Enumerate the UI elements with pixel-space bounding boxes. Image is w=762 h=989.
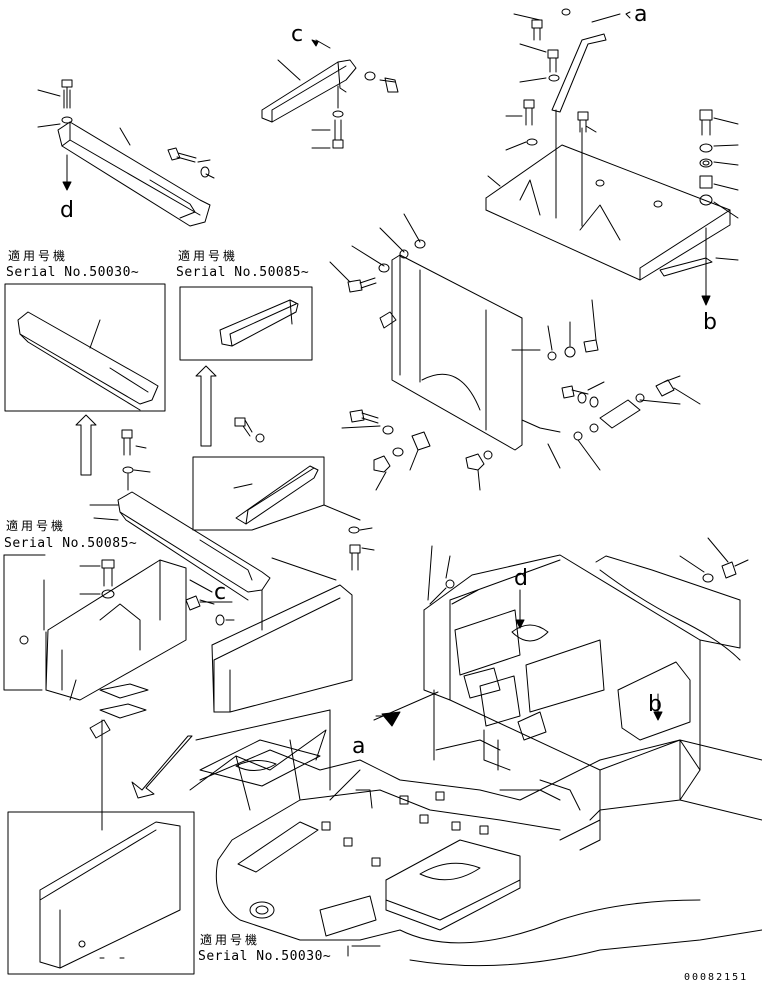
arrows-up	[75, 365, 217, 476]
callout-d-top: d	[60, 198, 74, 223]
leader-lines	[89, 504, 337, 831]
inset-serial-50085-top	[179, 286, 313, 361]
applicable-label-4: 適用号機	[200, 933, 261, 947]
cover-plate-center	[211, 584, 353, 713]
inset-serial-50030-top	[4, 283, 166, 412]
bracket-top-center	[261, 39, 399, 149]
callout-c-top: c	[291, 22, 304, 47]
serial-label-50030-top: Serial No.50030~	[6, 265, 140, 280]
applicable-label-1: 適用号機	[8, 249, 69, 263]
callout-a-bottom: a	[352, 734, 366, 759]
callout-b-cab: b	[648, 692, 662, 717]
inset-bracket-middle	[192, 417, 375, 571]
beam-top-left	[37, 79, 215, 227]
serial-label-50085-top: Serial No.50085~	[176, 265, 310, 280]
cover-panel-middle	[329, 213, 701, 491]
inset-serial-50030-bottom	[7, 811, 195, 975]
main-frame-bottom	[189, 729, 762, 967]
plate-top-right	[485, 8, 739, 306]
applicable-label-3: 適用号機	[6, 519, 67, 533]
callout-a-top: a	[634, 2, 648, 27]
applicable-label-2: 適用号機	[178, 249, 239, 263]
callout-d-cab: d	[514, 566, 528, 591]
serial-label-50030-bottom: Serial No.50030~	[198, 949, 332, 964]
drawing-number: 00082151	[684, 972, 749, 983]
frame-serial-50085-left	[3, 554, 235, 739]
serial-label-50085-left: Serial No.50085~	[4, 536, 138, 551]
beam-middle-left	[117, 429, 271, 601]
callout-c-middle: c	[214, 580, 227, 605]
callout-b-right: b	[703, 310, 717, 335]
cab-console	[373, 537, 762, 851]
